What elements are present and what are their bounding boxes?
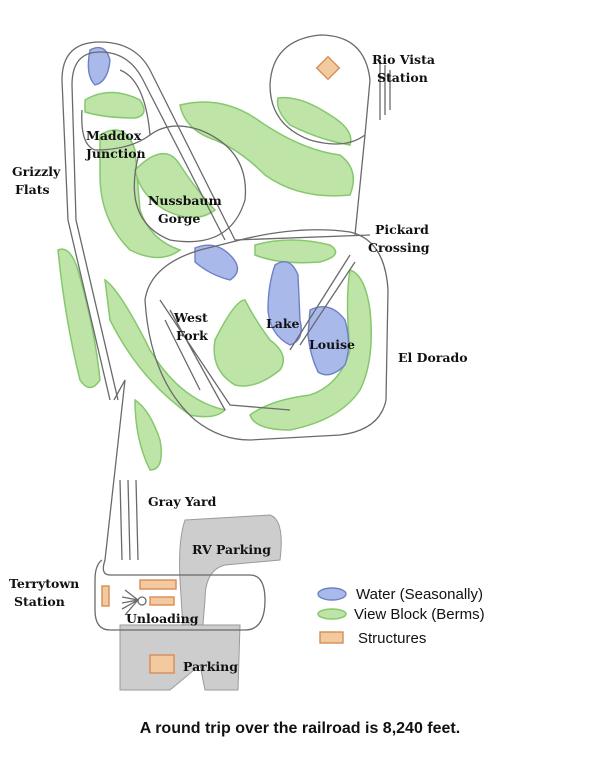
parking-structure bbox=[149, 654, 175, 674]
legend-structure-swatch bbox=[319, 631, 344, 644]
label-pickard: Pickard bbox=[375, 222, 429, 237]
label-terrytown: Terrytown bbox=[9, 576, 79, 591]
legend-structures-label: Structures bbox=[358, 630, 426, 647]
terrytown-structure bbox=[101, 585, 110, 607]
label-maddox: Maddox bbox=[86, 128, 142, 143]
label-junction: Junction bbox=[85, 146, 146, 161]
berms bbox=[57, 91, 372, 471]
parking-lot-area bbox=[119, 624, 241, 691]
label-lake: Lake bbox=[266, 316, 300, 331]
legend-water-label: Water (Seasonally) bbox=[356, 586, 483, 603]
unloading-structure bbox=[139, 579, 177, 590]
label-unloading: Unloading bbox=[126, 611, 199, 626]
structures bbox=[101, 55, 341, 674]
place-labels: Rio Vista Station Maddox Junction Grizzl… bbox=[9, 52, 468, 674]
water-areas bbox=[87, 46, 350, 376]
label-crossing: Crossing bbox=[368, 240, 430, 255]
parking-areas bbox=[119, 514, 282, 691]
label-gray-yard: Gray Yard bbox=[148, 494, 217, 509]
label-rv-parking: RV Parking bbox=[192, 542, 271, 557]
caption: A round trip over the railroad is 8,240 … bbox=[140, 720, 460, 737]
label-fork: Fork bbox=[176, 328, 208, 343]
label-parking: Parking bbox=[183, 659, 238, 674]
label-flats: Flats bbox=[15, 182, 50, 197]
label-station: Station bbox=[377, 70, 428, 85]
legend: Water (Seasonally) View Block (Berms) St… bbox=[317, 586, 485, 647]
label-nussbaum: Nussbaum bbox=[148, 193, 222, 208]
track-lines bbox=[61, 34, 391, 631]
label-west: West bbox=[173, 310, 208, 325]
label-louise: Louise bbox=[309, 337, 355, 352]
label-grizzly: Grizzly bbox=[12, 164, 61, 179]
label-el-dorado: El Dorado bbox=[398, 350, 468, 365]
label-rio-vista: Rio Vista bbox=[372, 52, 435, 67]
label-terrytown-station: Station bbox=[14, 594, 65, 609]
label-gorge: Gorge bbox=[158, 211, 200, 226]
rv-parking-area bbox=[179, 514, 282, 661]
legend-water-swatch bbox=[317, 587, 347, 601]
legend-berm-label: View Block (Berms) bbox=[354, 606, 485, 623]
legend-berm-swatch bbox=[317, 608, 347, 620]
unloading-structure-2 bbox=[149, 596, 175, 606]
rio-vista-station-structure bbox=[315, 55, 341, 81]
